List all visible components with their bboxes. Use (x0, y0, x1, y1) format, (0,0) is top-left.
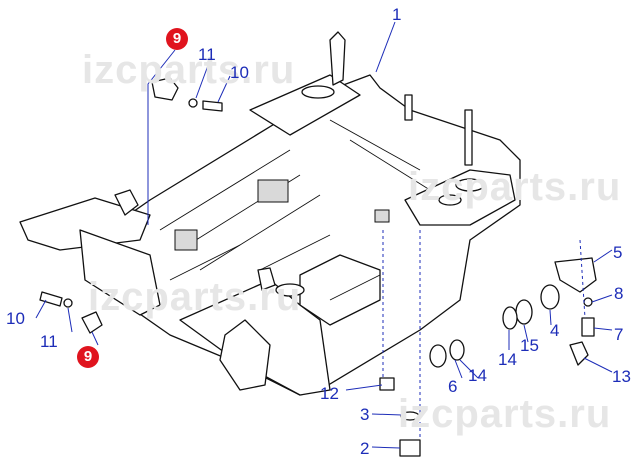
callout-2[interactable]: 2 (360, 439, 370, 458)
callout-1[interactable]: 1 (392, 5, 402, 24)
watermark-top: izcparts.ru (82, 48, 296, 92)
callout-13[interactable]: 13 (612, 367, 631, 386)
callout-8[interactable]: 8 (614, 284, 624, 303)
bracket-lower (81, 311, 103, 334)
callout-10-upper[interactable]: 10 (230, 63, 249, 82)
watermark-middle: izcparts.ru (88, 275, 302, 319)
watermark-right: izcparts.ru (408, 165, 622, 209)
main-frame (19, 31, 521, 396)
callout-14-left[interactable]: 14 (468, 366, 487, 385)
bracket-upper (151, 77, 179, 101)
callout-11-upper[interactable]: 11 (198, 45, 216, 64)
callout-14-right[interactable]: 14 (498, 350, 517, 369)
callout-9-lower[interactable]: 9 (77, 346, 99, 368)
callout-5[interactable]: 5 (613, 243, 623, 262)
leader-lines (35, 21, 613, 449)
callout-12[interactable]: 12 (320, 384, 339, 403)
callout-3[interactable]: 3 (360, 405, 370, 424)
callout-10-lower[interactable]: 10 (6, 309, 25, 328)
callout-9-upper[interactable]: 9 (166, 28, 188, 50)
watermark-bottom: izcparts.ru (398, 392, 612, 436)
callout-6[interactable]: 6 (448, 377, 458, 396)
callout-11-lower[interactable]: 11 (40, 332, 58, 351)
callout-4[interactable]: 4 (550, 321, 560, 340)
callout-15[interactable]: 15 (520, 336, 539, 355)
callout-7[interactable]: 7 (614, 325, 624, 344)
